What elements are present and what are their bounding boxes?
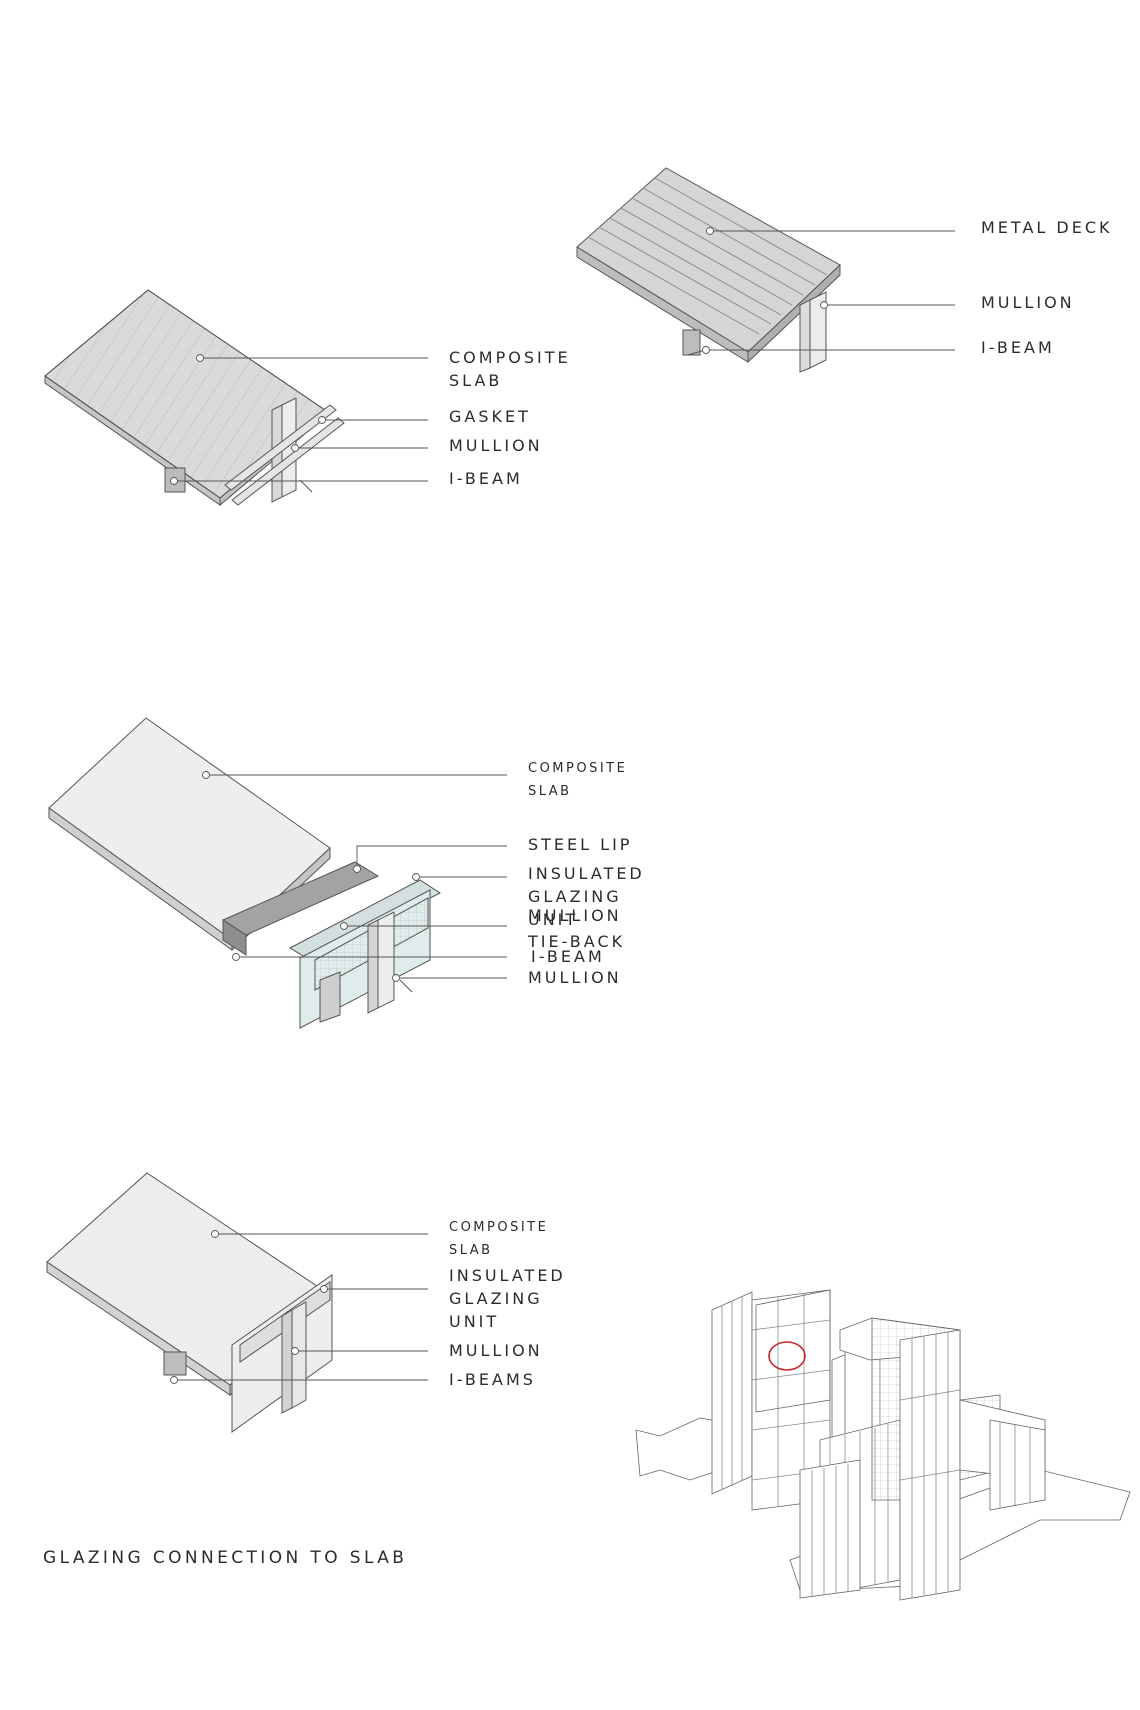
label-i-beam: I-BEAM bbox=[449, 469, 523, 488]
label-i-beam: I-BEAM bbox=[531, 947, 605, 966]
composite-slab-drawing-2 bbox=[48, 717, 441, 1029]
label-composite: COMPOSITE bbox=[449, 1220, 549, 1235]
label-insulated: INSULATED bbox=[449, 1266, 566, 1285]
label-unit: UNIT bbox=[449, 1312, 500, 1331]
label-mullion-lower: MULLION bbox=[528, 968, 622, 987]
label-slab: SLAB bbox=[449, 1243, 493, 1258]
label-gasket: GASKET bbox=[449, 407, 531, 426]
label-composite: COMPOSITE bbox=[449, 348, 571, 367]
leader-lines bbox=[170, 227, 955, 1384]
label-tie-back: TIE-BACK bbox=[528, 932, 626, 951]
label-mullion: MULLION bbox=[449, 1341, 543, 1360]
label-insulated: INSULATED bbox=[528, 864, 645, 883]
composite-slab-drawing-3 bbox=[46, 1172, 333, 1433]
sheet-title: GLAZING CONNECTION TO SLAB bbox=[43, 1548, 408, 1568]
label-composite: COMPOSITE bbox=[528, 761, 628, 776]
label-i-beam: I-BEAM bbox=[981, 338, 1055, 357]
metal-deck-drawing bbox=[576, 167, 841, 373]
label-steel-lip: STEEL LIP bbox=[528, 835, 633, 854]
label-metal-deck: METAL DECK bbox=[981, 218, 1113, 237]
label-i-beams: I-BEAMS bbox=[449, 1370, 536, 1389]
building-axonometric bbox=[635, 1289, 1131, 1601]
label-glazing: GLAZING bbox=[528, 887, 622, 906]
composite-slab-drawing-1 bbox=[44, 289, 345, 507]
label-mullion-upper: MULLION bbox=[528, 906, 622, 925]
label-slab: SLAB bbox=[528, 784, 572, 799]
label-mullion: MULLION bbox=[449, 436, 543, 455]
label-mullion: MULLION bbox=[981, 293, 1075, 312]
label-glazing: GLAZING bbox=[449, 1289, 543, 1308]
label-slab: SLAB bbox=[449, 371, 503, 390]
label-unit: UNIT bbox=[528, 910, 579, 929]
